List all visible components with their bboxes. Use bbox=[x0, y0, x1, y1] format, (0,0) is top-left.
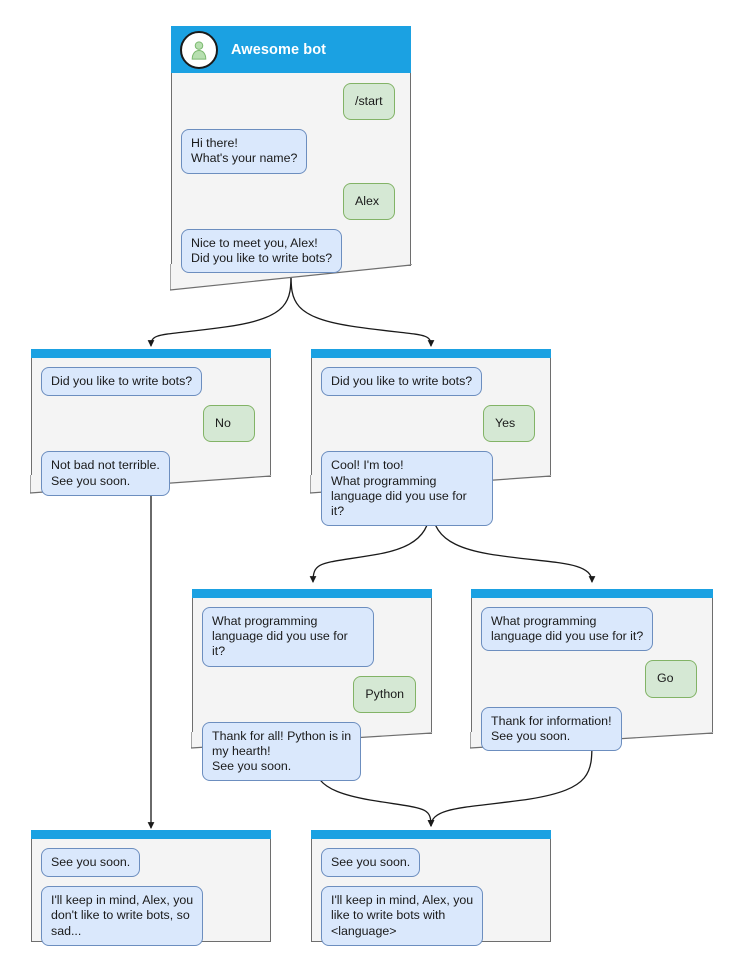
bot-name-label: Awesome bot bbox=[231, 41, 327, 58]
chat-area: What programming language did you use fo… bbox=[192, 598, 432, 782]
message-row: What programming language did you use fo… bbox=[481, 607, 703, 652]
message-row: /start bbox=[181, 83, 401, 121]
user-message-bubble[interactable]: /start bbox=[343, 83, 395, 121]
chat-area: What programming language did you use fo… bbox=[471, 598, 713, 752]
bot-message-bubble[interactable]: See you soon. bbox=[321, 848, 421, 878]
node-titlebar bbox=[471, 589, 713, 598]
chat-node-root[interactable]: Awesome bot /start Hi there! What's your… bbox=[170, 26, 412, 291]
bot-message-bubble[interactable]: Did you like to write bots? bbox=[41, 367, 203, 397]
message-row: What programming language did you use fo… bbox=[202, 607, 422, 667]
bot-message-bubble[interactable]: Thank for all! Python is in my hearth! S… bbox=[202, 721, 362, 782]
message-row: Thank for all! Python is in my hearth! S… bbox=[202, 721, 422, 782]
user-message-bubble[interactable]: Alex bbox=[343, 182, 395, 220]
message-row: Thank for information! See you soon. bbox=[481, 706, 703, 752]
bot-message-bubble[interactable]: What programming language did you use fo… bbox=[202, 607, 374, 667]
chat-node-python-branch[interactable]: What programming language did you use fo… bbox=[191, 589, 433, 782]
chat-node-end-sad[interactable]: See you soon. I'll keep in mind, Alex, y… bbox=[31, 830, 271, 946]
chat-area: Did you like to write bots? No Not bad n… bbox=[31, 358, 271, 496]
message-row: I'll keep in mind, Alex, you don't like … bbox=[41, 886, 261, 946]
message-row: I'll keep in mind, Alex, you like to wri… bbox=[321, 886, 541, 946]
bot-message-bubble[interactable]: Cool! I'm too! What programming language… bbox=[321, 451, 493, 527]
message-row: Hi there! What's your name? bbox=[181, 129, 401, 174]
chat-area: /start Hi there! What's your name? Alex … bbox=[171, 73, 411, 274]
message-row: Nice to meet you, Alex! Did you like to … bbox=[181, 228, 401, 274]
chat-area: See you soon. I'll keep in mind, Alex, y… bbox=[31, 839, 271, 946]
node-titlebar bbox=[311, 349, 551, 358]
user-message-bubble[interactable]: Go bbox=[645, 660, 697, 698]
node-titlebar: Awesome bot bbox=[171, 26, 411, 73]
chat-node-no-branch[interactable]: Did you like to write bots? No Not bad n… bbox=[30, 349, 272, 496]
chat-node-yes-branch[interactable]: Did you like to write bots? Yes Cool! I'… bbox=[310, 349, 552, 527]
user-message-bubble[interactable]: Python bbox=[353, 675, 416, 713]
chat-area: Did you like to write bots? Yes Cool! I'… bbox=[311, 358, 551, 527]
message-row: Yes bbox=[321, 405, 541, 443]
message-row: Did you like to write bots? bbox=[321, 367, 541, 397]
node-titlebar bbox=[31, 830, 271, 839]
chat-node-end-happy[interactable]: See you soon. I'll keep in mind, Alex, y… bbox=[311, 830, 551, 946]
bot-message-bubble[interactable]: Nice to meet you, Alex! Did you like to … bbox=[181, 228, 343, 274]
node-titlebar bbox=[311, 830, 551, 839]
bot-message-bubble[interactable]: See you soon. bbox=[41, 848, 141, 878]
user-avatar-icon bbox=[180, 30, 218, 69]
user-message-bubble[interactable]: Yes bbox=[483, 405, 535, 443]
bot-message-bubble[interactable]: I'll keep in mind, Alex, you like to wri… bbox=[321, 886, 484, 946]
message-row: See you soon. bbox=[321, 848, 541, 878]
message-row: Alex bbox=[181, 182, 401, 220]
message-row: See you soon. bbox=[41, 848, 261, 878]
bot-message-bubble[interactable]: Not bad not terrible. See you soon. bbox=[41, 451, 170, 496]
bot-message-bubble[interactable]: Thank for information! See you soon. bbox=[481, 706, 622, 752]
message-row: Not bad not terrible. See you soon. bbox=[41, 451, 261, 496]
bot-message-bubble[interactable]: Hi there! What's your name? bbox=[181, 129, 308, 174]
chat-area: See you soon. I'll keep in mind, Alex, y… bbox=[311, 839, 551, 946]
chat-node-go-branch[interactable]: What programming language did you use fo… bbox=[470, 589, 714, 752]
message-row: Python bbox=[202, 675, 422, 713]
bot-message-bubble[interactable]: I'll keep in mind, Alex, you don't like … bbox=[41, 886, 204, 946]
bot-message-bubble[interactable]: What programming language did you use fo… bbox=[481, 607, 654, 652]
node-titlebar bbox=[31, 349, 271, 358]
message-row: Cool! I'm too! What programming language… bbox=[321, 451, 541, 527]
node-titlebar bbox=[192, 589, 432, 598]
user-message-bubble[interactable]: No bbox=[203, 405, 255, 443]
message-row: No bbox=[41, 405, 261, 443]
bot-message-bubble[interactable]: Did you like to write bots? bbox=[321, 367, 483, 397]
message-row: Go bbox=[481, 660, 703, 698]
message-row: Did you like to write bots? bbox=[41, 367, 261, 397]
